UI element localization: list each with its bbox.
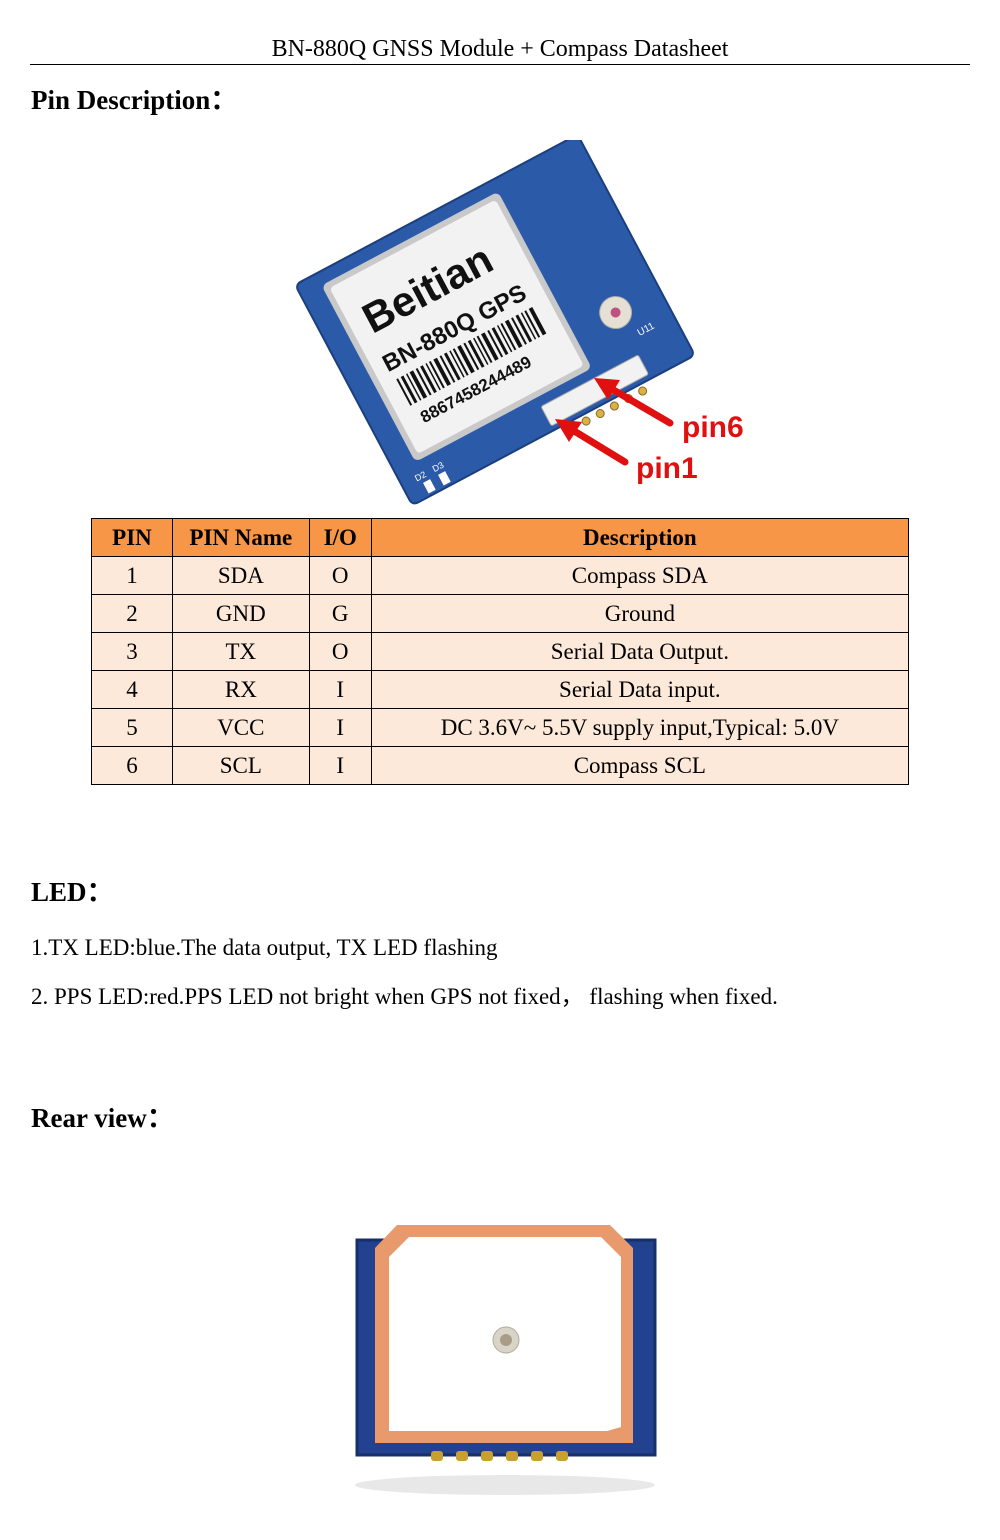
cell-description: Serial Data input. [370,670,910,709]
pin-description-heading: Pin Description： [31,85,238,115]
col-header-description: Description [370,518,910,557]
led-d2 [423,479,436,494]
cell-io: O [308,556,372,595]
cell-io: I [308,708,372,747]
cell-pin: 5 [91,708,173,747]
table-row: 4 RX I Serial Data input. [91,670,910,709]
connector [541,355,649,426]
cell-io: G [308,594,372,633]
cell-description: DC 3.6V~ 5.5V supply input,Typical: 5.0V [370,708,910,747]
rear-pins [431,1451,568,1461]
cell-pin: 2 [91,594,173,633]
silk-tx: TX [446,484,461,498]
led-d3 [438,471,451,486]
cell-io: I [308,670,372,709]
rear-shadow [355,1475,655,1495]
col-header-pin-name: PIN Name [171,518,310,557]
pin-table-header-row: PIN PIN Name I/O Description [91,518,910,557]
metal-shield [330,201,583,453]
cell-pin: 6 [91,746,173,785]
antenna-socket-center [610,307,621,318]
cell-io: O [308,632,372,671]
barcode [396,306,547,406]
module-rear-photo [355,1225,657,1495]
table-row: 3 TX O Serial Data Output. [91,632,910,671]
cell-pin-name: TX [171,632,310,671]
cell-io: I [308,746,372,785]
table-row: 6 SCL I Compass SCL [91,746,910,785]
led-heading: LED： [31,877,114,907]
pin6-label: pin6 [682,411,744,444]
pin6-arrow [594,378,674,427]
table-row: 5 VCC I DC 3.6V~ 5.5V supply input,Typic… [91,708,910,747]
col-header-io: I/O [308,518,372,557]
antenna-feed-center [500,1334,512,1346]
document-title: BN-880Q GNSS Module + Compass Datasheet [271,36,729,62]
silk-d2: D2 [413,469,428,483]
cell-pin-name: SDA [171,556,310,595]
cell-description: Compass SDA [370,556,910,595]
cell-description: Ground [370,594,910,633]
led-description-tx: 1.TX LED:blue.The data output, TX LED fl… [31,935,498,960]
cell-pin-name: SCL [171,746,310,785]
header-divider [30,64,970,65]
table-row: 1 SDA O Compass SDA [91,556,910,595]
pin1-arrow [555,419,629,466]
cell-pin: 4 [91,670,173,709]
cell-description: Compass SCL [370,746,910,785]
cell-pin-name: GND [171,594,310,633]
silk-d3: D3 [431,460,446,474]
pin1-label: pin1 [636,452,698,485]
cell-pin: 1 [91,556,173,595]
pin-table: PIN PIN Name I/O Description 1 SDA O Com… [91,518,910,785]
table-row: 2 GND G Ground [91,594,910,633]
col-header-pin: PIN [91,518,173,557]
rear-view-heading: Rear view： [31,1103,174,1133]
module-front-photo: Beitian BN-880Q GPS [296,140,744,510]
led-description-pps: 2. PPS LED:red.PPS LED not bright when G… [31,984,778,1009]
cell-pin-name: RX [171,670,310,709]
cell-pin: 3 [91,632,173,671]
cell-description: Serial Data Output. [370,632,910,671]
cell-pin-name: VCC [171,708,310,747]
